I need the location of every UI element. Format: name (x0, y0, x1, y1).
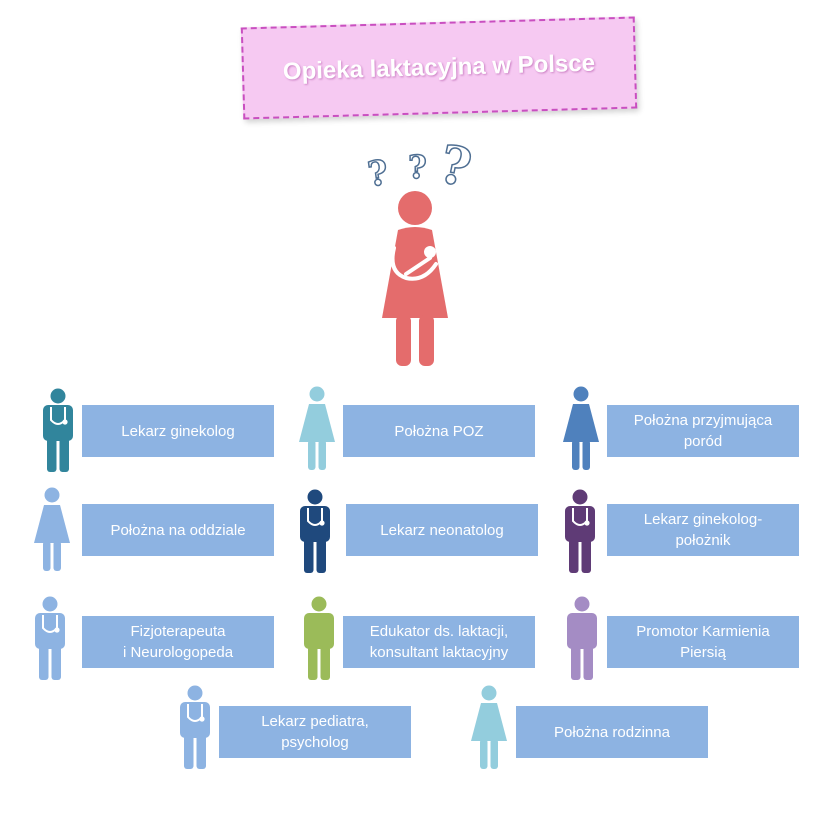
male-doctor-icon (565, 489, 595, 573)
role-label: Położna przyjmująca poród (607, 405, 799, 457)
male-doctor-icon (300, 489, 330, 573)
male-figure-icon (567, 596, 597, 680)
role-label: Położna rodzinna (516, 706, 708, 758)
role-label: Lekarz neonatolog (346, 504, 538, 556)
female-figure-icon (34, 487, 70, 571)
role-label: Lekarz pediatra, psycholog (219, 706, 411, 758)
role-label: Położna na oddziale (82, 504, 274, 556)
female-figure-icon (471, 685, 507, 769)
role-label: Lekarz ginekolog (82, 405, 274, 457)
pregnant-mother-holding-baby-icon (382, 191, 448, 366)
male-doctor-icon (35, 596, 65, 680)
role-label: Położna POZ (343, 405, 535, 457)
title-banner: Opieka laktacyjna w Polsce (240, 16, 638, 120)
role-label: Lekarz ginekolog- położnik (607, 504, 799, 556)
role-label: Fizjoterapeuta i Neurologopeda (82, 616, 274, 668)
female-figure-icon (299, 386, 335, 470)
role-label: Edukator ds. laktacji, konsultant laktac… (343, 616, 535, 668)
diagram-title: Opieka laktacyjna w Polsce (282, 49, 596, 86)
male-doctor-icon (180, 685, 210, 769)
question-mark-icon: ? (407, 147, 427, 187)
role-label: Promotor Karmienia Piersią (607, 616, 799, 668)
male-doctor-icon (43, 388, 73, 472)
question-mark-icon: ? (365, 152, 392, 196)
female-figure-icon (563, 386, 599, 470)
male-figure-icon (304, 596, 334, 680)
